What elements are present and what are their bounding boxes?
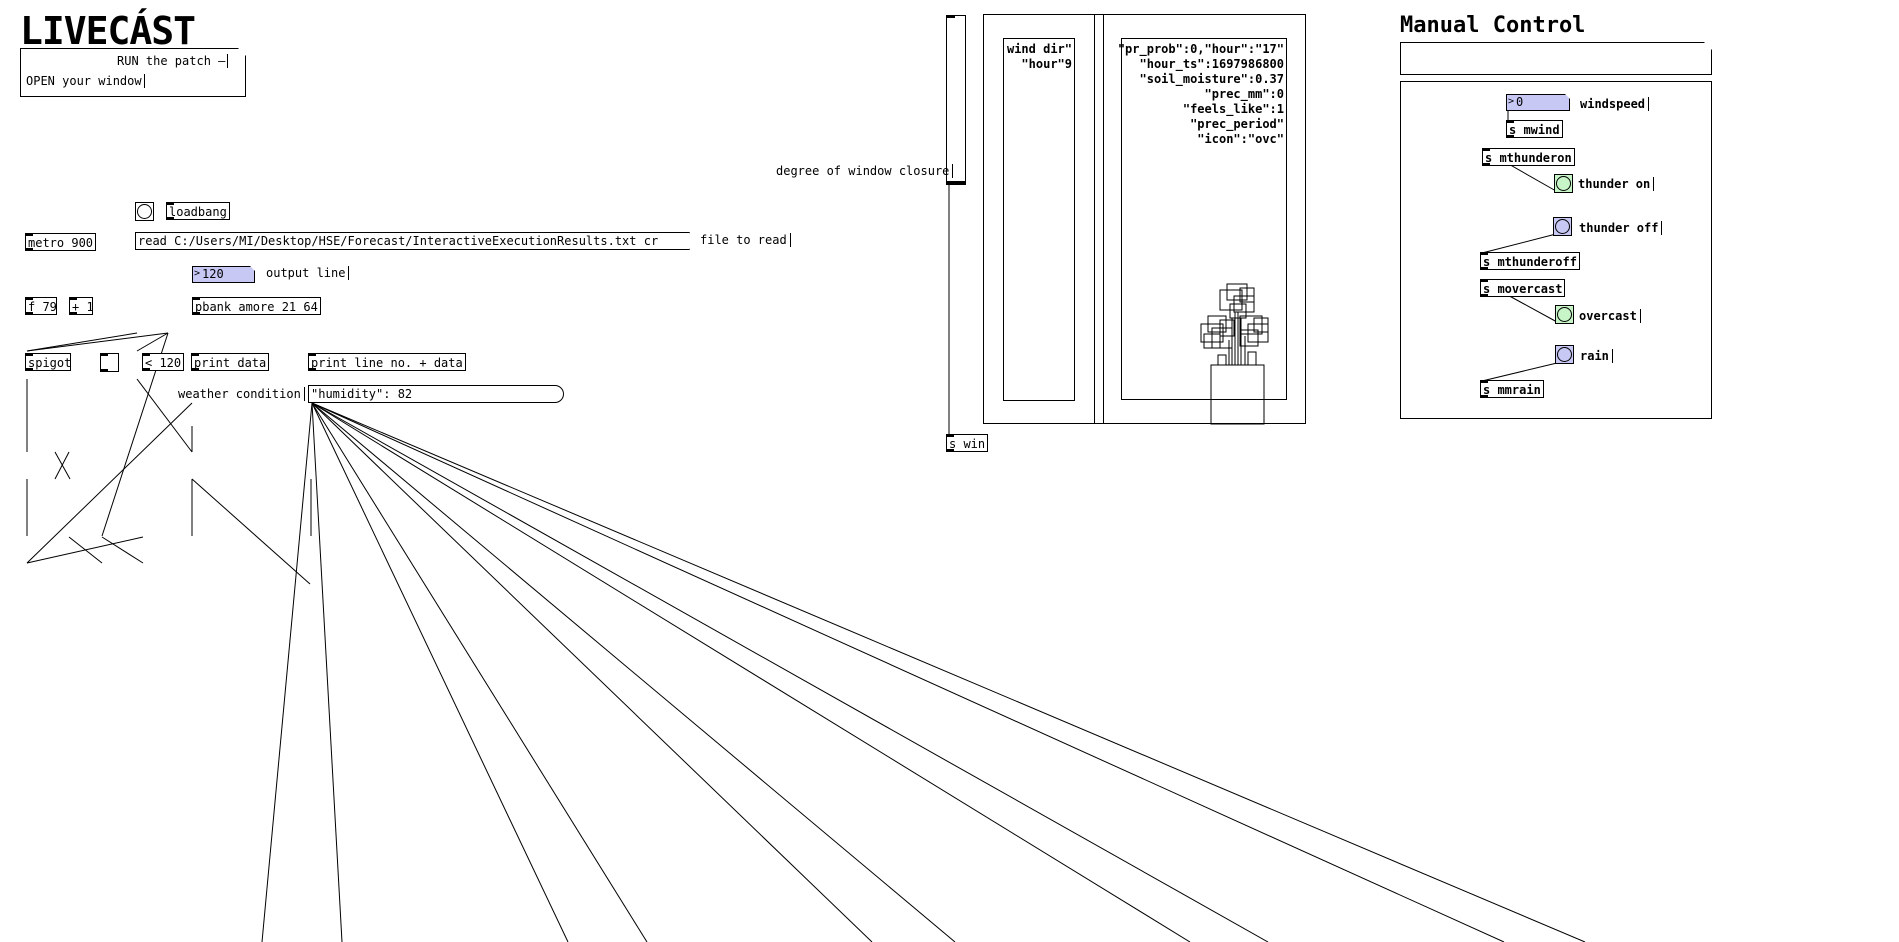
patch-cord	[311, 402, 648, 942]
patch-cord	[311, 402, 1586, 942]
overcast-label: overcast	[1579, 309, 1641, 323]
window-left-pane: wind dir" "hour"9	[1003, 38, 1075, 401]
windspeed-label: windspeed	[1580, 97, 1650, 111]
forecast-text: "prec_period"	[1190, 117, 1284, 131]
forecast-text: "icon":"ovc"	[1197, 132, 1284, 146]
output-line-value: 120	[202, 267, 224, 281]
thunder-off-label: thunder off	[1579, 221, 1663, 235]
print-data-object[interactable]: print data	[191, 353, 270, 371]
number-arrow-icon: >	[1508, 96, 1515, 107]
rain-label: rain	[1580, 349, 1613, 363]
window-closure-label: degree of window closure	[776, 164, 954, 178]
intro-comment: RUN the patch – OPEN your window	[20, 48, 246, 97]
manual-control-title: Manual Control	[1400, 13, 1586, 38]
windspeed-value: 0	[1516, 95, 1524, 109]
pbank-object[interactable]: pbank amore 21 64	[192, 297, 321, 315]
print-line-object[interactable]: print line no. + data	[308, 353, 466, 371]
thunder-off-bang[interactable]	[1553, 217, 1572, 236]
windspeed-number[interactable]: >0	[1506, 94, 1570, 111]
plus-object[interactable]: + 1	[69, 297, 94, 315]
weather-condition-label: weather condition	[178, 387, 305, 401]
manual-control-panel	[1400, 81, 1712, 419]
empty-object[interactable]	[100, 353, 119, 372]
patch-cord	[311, 402, 1269, 942]
thunder-on-label: thunder on	[1578, 177, 1655, 191]
intro-line-2: OPEN your window	[26, 74, 145, 88]
thunder-on-bang[interactable]	[1554, 174, 1573, 193]
patch-cord	[311, 402, 1505, 942]
send-win-object[interactable]: s win	[946, 434, 989, 452]
patch-cord	[311, 402, 343, 942]
forecast-text: "hour_ts":1697986800	[1139, 57, 1285, 71]
window-closure-slider[interactable]	[946, 15, 966, 185]
spigot-object[interactable]: spigot	[25, 353, 71, 371]
overcast-bang[interactable]	[1555, 305, 1574, 324]
forecast-text: "feels_like":1	[1182, 102, 1284, 116]
patch-cord	[261, 402, 313, 942]
window-frame	[983, 14, 1306, 424]
send-movercast[interactable]: s movercast	[1480, 279, 1566, 297]
forecast-text: "soil_moisture":0.37	[1139, 72, 1285, 86]
patch-cord	[311, 402, 956, 942]
read-message-text: read C:/Users/MI/Desktop/HSE/Forecast/In…	[138, 234, 659, 248]
rain-bang[interactable]	[1555, 345, 1574, 364]
left-pane-text-1: wind dir"	[1006, 42, 1072, 56]
output-line-label: output line	[266, 266, 350, 280]
metro-object[interactable]: metro 900	[25, 233, 97, 251]
patch-title: LIVECÁST	[20, 9, 196, 53]
patch-cord	[311, 402, 1191, 942]
manual-comment-box	[1400, 42, 1712, 75]
weather-condition-value: "humidity": 82	[311, 387, 413, 401]
intro-line-1: RUN the patch –	[117, 54, 228, 68]
loadbang-bang[interactable]	[135, 202, 154, 221]
patch-cord	[311, 402, 873, 942]
compare-object[interactable]: < 120	[142, 353, 185, 371]
number-arrow-icon: >	[194, 268, 201, 279]
file-to-read-label: file to read	[700, 233, 791, 247]
forecast-text: "prec_mm":0	[1204, 87, 1284, 101]
weather-condition-output: "humidity": 82	[308, 385, 564, 403]
window-divider	[1094, 14, 1104, 424]
send-mthunderon[interactable]: s mthunderon	[1482, 148, 1575, 166]
loadbang-object[interactable]: loadbang	[166, 202, 230, 220]
window-right-pane: "pr_prob":0,"hour":"17" "hour_ts":169798…	[1117, 38, 1287, 400]
left-pane-text-2: "hour"9	[1021, 57, 1072, 71]
output-line-number[interactable]: >120	[192, 266, 255, 283]
plant-icon	[1200, 283, 1269, 425]
send-mthunderoff[interactable]: s mthunderoff	[1480, 252, 1580, 270]
forecast-text: "pr_prob":0,"hour":"17"	[1117, 42, 1284, 56]
send-mwind[interactable]: s mwind	[1506, 120, 1563, 138]
patch-cord	[311, 402, 569, 942]
read-message[interactable]: read C:/Users/MI/Desktop/HSE/Forecast/In…	[135, 232, 690, 250]
float-object[interactable]: f 79	[25, 297, 57, 315]
send-mmrain[interactable]: s mmrain	[1480, 380, 1544, 398]
